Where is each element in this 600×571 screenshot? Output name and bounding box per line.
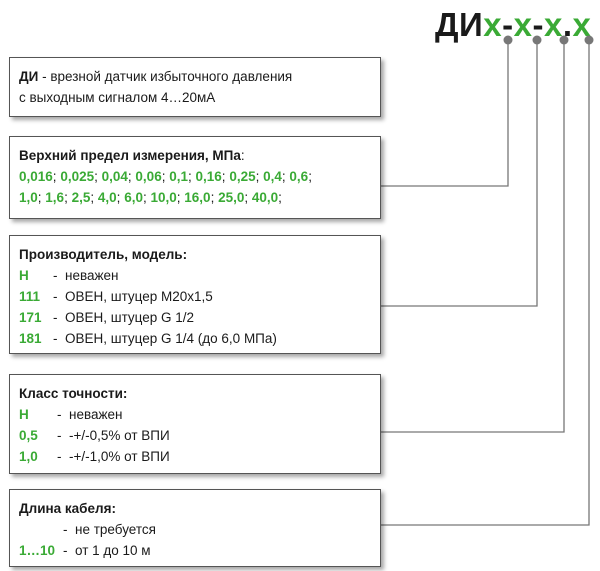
upper-limit-value: 25,0 xyxy=(218,190,245,205)
option-text: ОВЕН, штуцер М20x1,5 xyxy=(65,289,213,304)
option-text: -+/-1,0% от ВПИ xyxy=(69,449,170,464)
upper-limit-title-row: Верхний предел измерения, МПа: xyxy=(19,145,372,166)
option-code: Н xyxy=(19,268,29,283)
connector-upper-limit xyxy=(381,40,509,187)
upper-limit-value: 16,0 xyxy=(184,190,211,205)
upper-limit-value: 0,04 xyxy=(101,169,128,184)
upper-limit-value: 0,1 xyxy=(169,169,188,184)
option-code: 1,0 xyxy=(19,449,38,464)
upper-limit-value: 10,0 xyxy=(150,190,177,205)
option-row: Н- неважен xyxy=(19,265,372,286)
option-row: 111- ОВЕН, штуцер М20x1,5 xyxy=(19,286,372,307)
product-code: ДИx-x-x.x xyxy=(435,6,591,44)
option-row: Н- неважен xyxy=(19,404,372,425)
accuracy-title: Класс точности: xyxy=(19,386,128,401)
manufacturer-title: Производитель, модель: xyxy=(19,247,188,262)
upper-limit-value: 40,0 xyxy=(251,190,279,205)
upper-limit-value: 0,6 xyxy=(289,169,309,184)
upper-limit-value: 0,16 xyxy=(195,169,222,184)
option-row: 0,5- -+/-0,5% от ВПИ xyxy=(19,425,372,446)
option-text: -+/-0,5% от ВПИ xyxy=(69,428,170,443)
code-x-manufacturer: x xyxy=(513,6,533,43)
code-dot: . xyxy=(562,6,573,43)
box-cable-length: Длина кабеля: - не требуется 1…10- от 1 д… xyxy=(9,489,381,567)
upper-limit-value: 0,4 xyxy=(263,169,282,184)
connector-cable xyxy=(381,40,590,526)
description-text-1: врезной датчик избыточного давления xyxy=(50,69,293,84)
cable-list: - не требуется 1…10- от 1 до 10 м xyxy=(19,519,372,561)
option-text: не требуется xyxy=(75,522,156,537)
code-base: ДИ xyxy=(435,6,484,43)
upper-limit-value: 1,6 xyxy=(45,190,65,205)
option-code: 181 xyxy=(19,331,42,346)
option-row: 181- ОВЕН, штуцер G 1/4 (до 6,0 МПа) xyxy=(19,328,372,349)
upper-limit-value: 0,025 xyxy=(60,169,95,184)
connector-manufacturer xyxy=(381,40,538,307)
option-text: неважен xyxy=(69,407,123,422)
option-row: 1…10- от 1 до 10 м xyxy=(19,540,372,561)
code-dash-1: - xyxy=(502,6,514,43)
upper-limit-value: 1,0 xyxy=(19,190,38,205)
code-dash-2: - xyxy=(532,6,544,43)
upper-limit-value: 6,0 xyxy=(124,190,143,205)
connector-dot-upper-limit xyxy=(503,35,513,45)
upper-limit-value: 4,0 xyxy=(97,190,117,205)
cable-title: Длина кабеля: xyxy=(19,501,116,516)
option-text: ОВЕН, штуцер G 1/2 xyxy=(65,310,195,325)
upper-limit-value: 0,06 xyxy=(135,169,162,184)
upper-limit-title-colon: : xyxy=(240,148,245,163)
box-sensor-description: ДИ - врезной датчик избыточного давления… xyxy=(9,57,381,117)
option-text: ОВЕН, штуцер G 1/4 (до 6,0 МПа) xyxy=(65,331,277,346)
code-x-upper-limit: x xyxy=(483,6,503,43)
option-code: 1…10 xyxy=(19,543,56,558)
option-text: неважен xyxy=(65,268,119,283)
upper-limit-value: 0,016 xyxy=(19,169,53,184)
description-separator: - xyxy=(38,69,51,84)
code-x-accuracy: x xyxy=(543,6,563,43)
code-x-cable: x xyxy=(572,6,592,43)
upper-limit-title: Верхний предел измерения, МПа xyxy=(19,148,241,163)
connector-dot-manufacturer xyxy=(532,35,542,45)
upper-limit-values-row-1: 0,016; 0,025; 0,04; 0,06; 0,1; 0,16; 0,2… xyxy=(19,169,312,184)
description-prefix: ДИ xyxy=(19,69,39,84)
connector-dot-cable xyxy=(584,35,594,45)
option-code: 111 xyxy=(19,289,41,304)
option-code: Н xyxy=(19,407,29,422)
box-upper-limit: Верхний предел измерения, МПа: 0,016; 0,… xyxy=(9,136,381,219)
option-text: от 1 до 10 м xyxy=(75,543,151,558)
upper-limit-values-row-2: 1,0; 1,6; 2,5; 4,0; 6,0; 10,0; 16,0; 25,… xyxy=(19,190,282,205)
description-line-1: ДИ - врезной датчик избыточного давления xyxy=(19,66,372,87)
option-row: 1,0- -+/-1,0% от ВПИ xyxy=(19,446,372,467)
option-row: 171- ОВЕН, штуцер G 1/2 xyxy=(19,307,372,328)
upper-limit-value: 2,5 xyxy=(71,190,91,205)
connector-dot-accuracy xyxy=(559,35,569,45)
description-line-2: с выходным сигналом 4…20мА xyxy=(19,90,216,105)
option-row: - не требуется xyxy=(63,522,156,537)
option-code: 0,5 xyxy=(19,428,38,443)
connector-accuracy xyxy=(381,40,565,433)
upper-limit-value: 0,25 xyxy=(229,169,256,184)
option-code: 171 xyxy=(19,310,42,325)
